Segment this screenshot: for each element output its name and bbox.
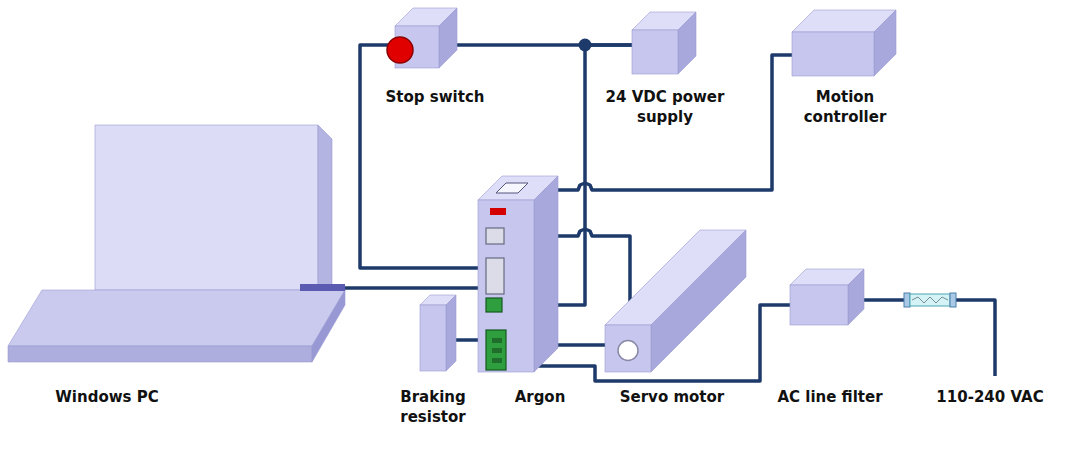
component-box: Motion controller bbox=[792, 32, 874, 76]
component-label: Windows PC bbox=[55, 388, 158, 408]
component-illustration bbox=[792, 32, 874, 76]
component-illustration bbox=[790, 285, 848, 325]
box-side bbox=[848, 269, 864, 325]
connector-port bbox=[486, 298, 502, 312]
component-illustration bbox=[395, 26, 439, 68]
component-label: Braking resistor bbox=[388, 388, 478, 427]
junction-dot bbox=[579, 39, 592, 52]
box-front bbox=[605, 325, 651, 372]
terminal-pin bbox=[492, 338, 502, 343]
box-side bbox=[439, 8, 457, 68]
laptop-screen-edge bbox=[318, 125, 332, 290]
box-side bbox=[874, 10, 896, 76]
usb-plug bbox=[300, 284, 345, 291]
connector-port bbox=[486, 258, 504, 294]
status-led bbox=[490, 208, 506, 215]
component-box: Argon bbox=[478, 200, 534, 372]
component-label: Argon bbox=[515, 388, 566, 408]
pc-box: Windows PC bbox=[5, 125, 345, 362]
laptop-front bbox=[8, 346, 312, 362]
fuse-cap bbox=[904, 293, 910, 307]
laptop-side bbox=[312, 290, 345, 362]
fuse-cap bbox=[950, 293, 956, 307]
terminal-pin bbox=[492, 358, 502, 363]
component-label: Motion controller bbox=[790, 88, 900, 127]
wire bbox=[360, 45, 478, 268]
box-side bbox=[534, 176, 558, 372]
component-box: 24 VDC power supply bbox=[632, 30, 678, 74]
component-illustration bbox=[5, 125, 345, 362]
box-side bbox=[651, 230, 746, 372]
component-illustration bbox=[420, 305, 446, 371]
component-illustration bbox=[632, 30, 678, 74]
box-front bbox=[478, 200, 534, 372]
box-side bbox=[446, 295, 456, 371]
stop-button bbox=[387, 37, 413, 63]
component-box: AC line filter bbox=[790, 285, 848, 325]
fuse-element bbox=[912, 297, 948, 303]
component-label: Servo motor bbox=[620, 388, 725, 408]
component-label: AC line filter bbox=[777, 388, 882, 408]
box-side bbox=[678, 12, 696, 74]
component-label: 24 VDC power supply bbox=[603, 88, 728, 127]
motor-shaft bbox=[618, 341, 638, 361]
component-box: Braking resistor bbox=[420, 305, 446, 371]
box-front bbox=[420, 305, 446, 371]
component-illustration bbox=[605, 325, 651, 372]
supply-wire bbox=[850, 300, 995, 376]
box-front bbox=[790, 285, 848, 325]
box-front bbox=[792, 32, 874, 76]
component-box: Servo motor bbox=[605, 325, 651, 372]
laptop-screen bbox=[95, 125, 318, 290]
supply-label: 110-240 VAC bbox=[936, 388, 1043, 408]
component-box: Stop switch bbox=[395, 26, 439, 68]
fuse-symbol bbox=[910, 294, 950, 306]
connector-port bbox=[486, 228, 504, 244]
component-label: Stop switch bbox=[386, 88, 485, 108]
connector-port bbox=[496, 183, 528, 193]
connector-port bbox=[486, 330, 506, 370]
component-illustration bbox=[478, 200, 534, 372]
box-front bbox=[632, 30, 678, 74]
terminal-pin bbox=[492, 348, 502, 353]
laptop-keyboard bbox=[8, 290, 345, 346]
wire bbox=[345, 286, 478, 290]
